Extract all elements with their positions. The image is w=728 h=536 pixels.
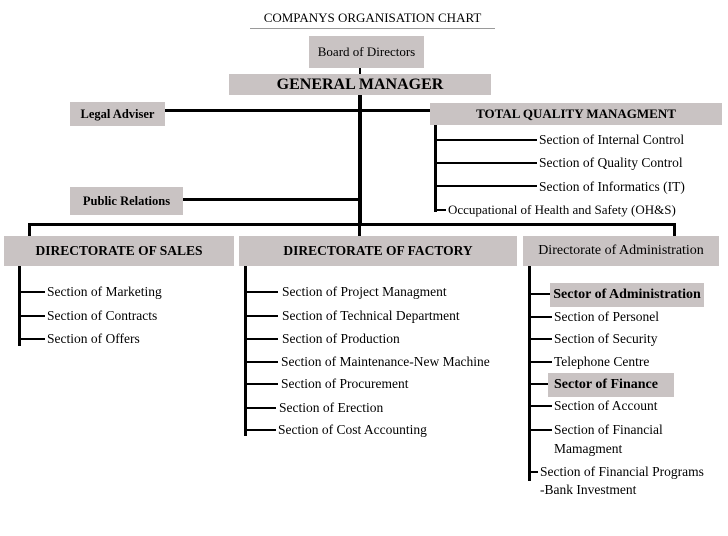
board-of-directors-box: Board of Directors — [309, 36, 424, 68]
tqm-item: Occupational of Health and Safety (OH&S) — [448, 202, 676, 217]
factory-branch-7 — [244, 429, 276, 431]
legal-tqm-horizontal — [165, 109, 430, 112]
tqm-branch-4 — [434, 209, 446, 211]
tqm-branch-1 — [434, 139, 537, 141]
factory-item: Section of Technical Department — [282, 308, 460, 323]
general-manager-box: GENERAL MANAGER — [229, 74, 491, 95]
drop-sales — [28, 223, 31, 236]
admin-branch-sector-finance — [528, 383, 548, 385]
admin-branch-2 — [528, 338, 552, 340]
factory-branch-4 — [244, 361, 278, 363]
admin-branch-1 — [528, 316, 552, 318]
sales-branch-1 — [18, 291, 45, 293]
pr-horizontal — [183, 198, 360, 201]
admin-item: Telephone Centre — [554, 354, 650, 369]
legal-adviser-box: Legal Adviser — [70, 102, 165, 126]
admin-branch-5 — [528, 429, 552, 431]
finance-item: Section of Financial Programs — [540, 464, 704, 479]
factory-item: Section of Erection — [279, 400, 384, 415]
admin-item: Section of Personel — [554, 309, 659, 324]
tqm-item: Section of Informatics (IT) — [539, 179, 685, 194]
finance-item: Section of Account — [554, 398, 658, 413]
factory-branch-1 — [244, 291, 278, 293]
connector-board-gm — [359, 68, 361, 74]
trunk-vertical — [358, 95, 362, 225]
directorate-factory-box: DIRECTORATE OF FACTORY — [239, 236, 517, 266]
admin-item: Section of Security — [554, 331, 658, 346]
factory-branch-vertical — [244, 266, 247, 436]
factory-item: Section of Procurement — [281, 376, 409, 391]
sales-branch-2 — [18, 315, 45, 317]
sales-branch-3 — [18, 338, 45, 340]
factory-branch-3 — [244, 338, 278, 340]
finance-item: Mamagment — [554, 441, 623, 456]
directorate-sales-box: DIRECTORATE OF SALES — [4, 236, 234, 266]
sales-item: Section of Marketing — [47, 284, 162, 299]
tqm-branch-vertical — [434, 124, 437, 212]
main-horizontal — [28, 223, 676, 226]
factory-item: Section of Maintenance-New Machine — [281, 354, 490, 369]
tqm-branch-2 — [434, 162, 537, 164]
admin-branch-3 — [528, 361, 552, 363]
admin-branch-6 — [528, 471, 538, 473]
sales-branch-vertical — [18, 266, 21, 346]
sales-item: Section of Offers — [47, 331, 140, 346]
tqm-item: Section of Internal Control — [539, 132, 685, 147]
sector-finance-box: Sector of Finance — [548, 373, 674, 397]
admin-branch-sector-admin — [528, 293, 550, 295]
sales-item: Section of Contracts — [47, 308, 158, 323]
directorate-admin-box: Directorate of Administration — [523, 236, 719, 266]
factory-branch-6 — [244, 407, 276, 409]
factory-item: Section of Cost Accounting — [278, 422, 427, 437]
admin-branch-4 — [528, 405, 552, 407]
drop-admin — [673, 223, 676, 236]
finance-item: Section of Financial — [554, 422, 663, 437]
chart-title: COMPANYS ORGANISATION CHART — [250, 10, 495, 29]
factory-branch-2 — [244, 315, 278, 317]
factory-item: Section of Project Managment — [282, 284, 447, 299]
factory-item: Section of Production — [282, 331, 400, 346]
tqm-branch-3 — [434, 185, 537, 187]
admin-branch-vertical — [528, 266, 531, 481]
factory-branch-5 — [244, 383, 278, 385]
drop-factory — [358, 223, 361, 236]
public-relations-box: Public Relations — [70, 187, 183, 215]
tqm-box: TOTAL QUALITY MANAGMENT — [430, 103, 722, 125]
finance-item: -Bank Investment — [540, 482, 637, 497]
tqm-item: Section of Quality Control — [539, 155, 683, 170]
sector-administration-box: Sector of Administration — [550, 283, 704, 307]
